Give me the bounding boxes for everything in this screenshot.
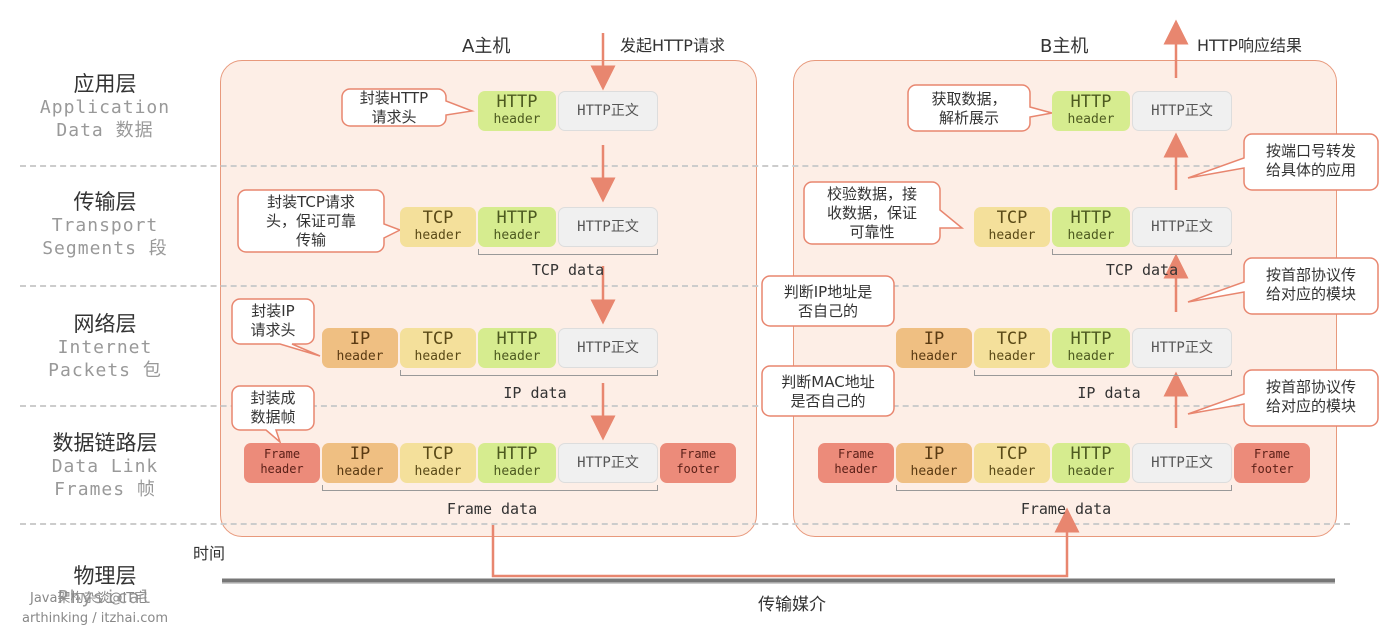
layer-en-datalink: Data Link (51, 456, 159, 477)
layer-label-transport: 传输层 (73, 190, 137, 214)
a-link-http-body: HTTP正文 (558, 443, 658, 483)
layer-label-datalink: 数据链路层 (52, 431, 158, 455)
note-a-transport: 封装TCP请求头，保证可靠传输 (265, 193, 356, 249)
b-link-http-body: HTTP正文 (1132, 443, 1232, 483)
a-app-http-body: HTTP正文 (558, 91, 658, 131)
layer-divider (20, 405, 1350, 407)
b-ip-data-label: IP data (1077, 384, 1141, 402)
watermark-line1: Java架构杂谈@IT宅 (30, 591, 148, 606)
callout-b-app (907, 84, 1053, 132)
note-b-network: 判断IP地址是否自己的 (783, 283, 873, 320)
b-tcp-data-label: TCP data (1105, 261, 1179, 279)
a-network-http-body: HTTP正文 (558, 328, 658, 368)
note-b-transport: 校验数据，接收数据，保证可靠性 (826, 185, 917, 241)
callout-a-transport (237, 189, 402, 253)
layer-en-network: Internet (57, 337, 153, 358)
note-b-app: 获取数据，解析展示 (931, 90, 1007, 127)
layer-divider (20, 285, 1350, 287)
note-b-side-app: 按端口号转发给具体的应用 (1265, 142, 1356, 179)
layer-label-application: 应用层 (73, 72, 137, 96)
layer-divider (20, 165, 1350, 167)
a-ip-data-brace (400, 370, 658, 376)
layer-label-physical: 物理层 (73, 564, 137, 588)
note-a-link: 封装成数据帧 (250, 389, 296, 426)
layer-divider (20, 523, 1350, 525)
callout-b-transport (803, 181, 965, 245)
response-result-label: HTTP响应结果 (1197, 36, 1302, 55)
b-frame-data-label: Frame data (1020, 500, 1112, 518)
time-label: 时间 (193, 544, 226, 563)
watermark-line2: arthinking / itzhai.com (22, 611, 169, 626)
medium-label: 传输媒介 (758, 595, 826, 615)
b-ip-data-brace (974, 370, 1232, 376)
a-frame-data-brace (322, 485, 658, 491)
b-app-http-body: HTTP正文 (1132, 91, 1232, 131)
layer-en-transport: Transport (51, 215, 159, 236)
layer-unit-transport: Segments 段 (42, 238, 168, 259)
note-b-side-network: 按首部协议传给对应的模块 (1265, 378, 1356, 415)
b-network-http-body: HTTP正文 (1132, 328, 1232, 368)
callout-a-network (231, 298, 321, 357)
a-tcp-data-label: TCP data (531, 261, 605, 279)
a-ip-data-label: IP data (503, 384, 567, 402)
callout-a-app (341, 88, 475, 127)
callout-b-side-transport (1187, 257, 1379, 315)
request-start-label: 发起HTTP请求 (620, 36, 725, 55)
a-frame-data-label: Frame data (446, 500, 538, 518)
b-tcp-data-brace (1052, 249, 1232, 255)
layer-en-application: Application (39, 97, 171, 118)
layer-unit-datalink: Frames 帧 (54, 479, 156, 500)
note-b-side-transport: 按首部协议传给对应的模块 (1265, 266, 1356, 303)
callout-b-network (761, 275, 895, 327)
b-frame-data-brace (896, 485, 1232, 491)
layer-unit-application: Data 数据 (56, 120, 154, 141)
callout-b-side-app (1187, 133, 1379, 191)
a-transport-http-body: HTTP正文 (558, 207, 658, 247)
b-transport-http-body: HTTP正文 (1132, 207, 1232, 247)
callout-a-link (231, 385, 315, 445)
note-b-link: 判断MAC地址是否自己的 (781, 373, 875, 410)
callout-b-side-network (1187, 369, 1379, 427)
callout-b-link (761, 365, 895, 417)
layer-unit-network: Packets 包 (48, 360, 162, 381)
a-tcp-data-brace (478, 249, 658, 255)
layer-en-physical: Physical (57, 587, 153, 608)
host-a-title: A主机 (462, 36, 511, 57)
layer-label-network: 网络层 (73, 312, 137, 336)
host-b-title: B主机 (1040, 36, 1089, 57)
physical-transfer-path (491, 507, 1080, 578)
